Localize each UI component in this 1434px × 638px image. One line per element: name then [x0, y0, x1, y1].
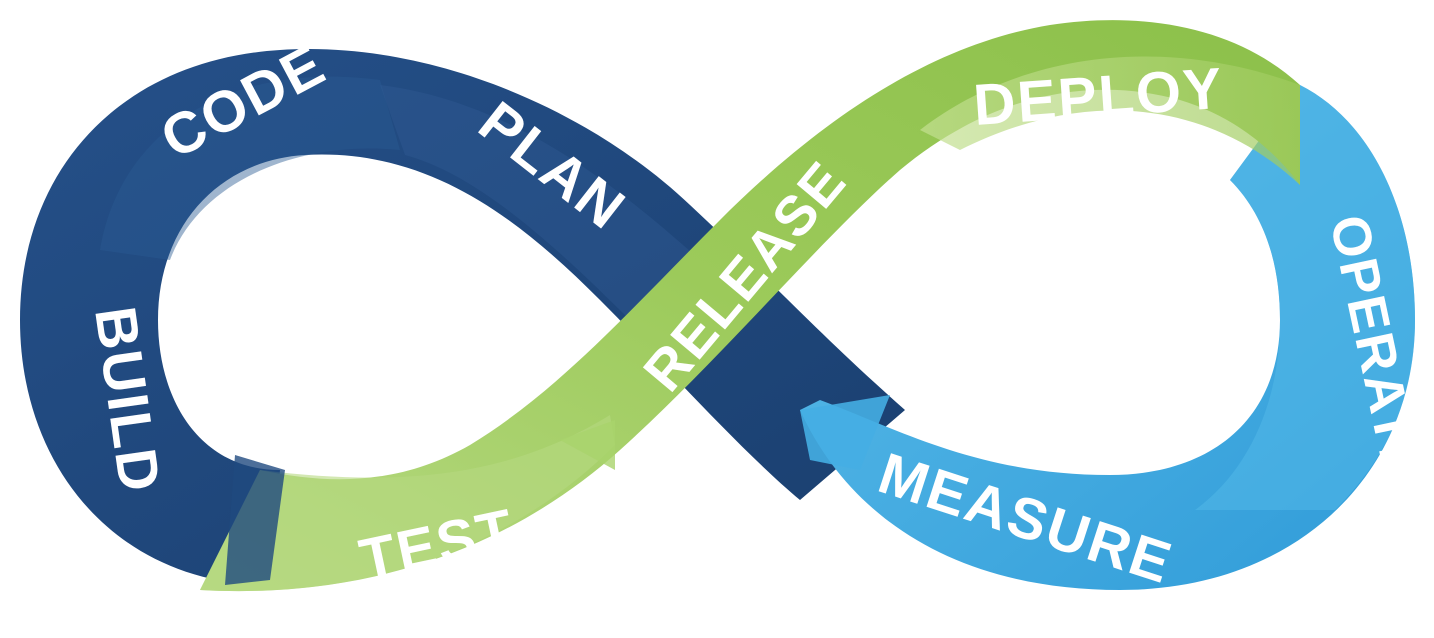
measure-arrow-tip: [800, 395, 890, 470]
test-segment-shade: [200, 415, 615, 592]
deploy-segment-shade: [920, 56, 1300, 186]
release-arrow-tip: [560, 420, 615, 470]
plan-segment-shade: [380, 85, 700, 330]
code-segment-shade: [100, 76, 400, 260]
build-arrow-tip: [225, 455, 285, 585]
green-band: [200, 20, 1300, 592]
operate-segment-shade: [1195, 85, 1415, 510]
